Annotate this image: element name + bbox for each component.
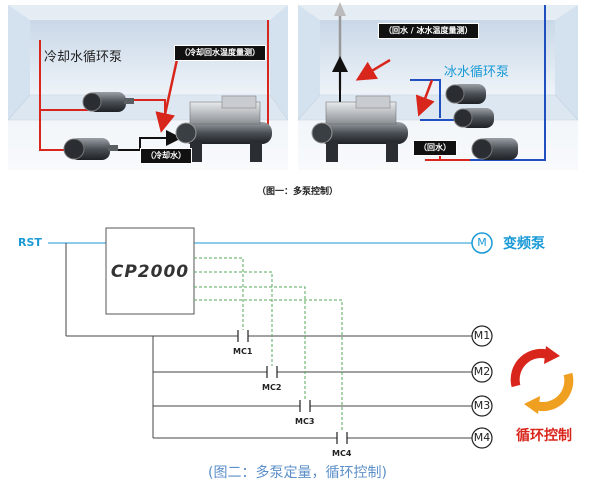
rst-label: RST (18, 236, 42, 249)
controller-label: CP2000 (110, 262, 190, 282)
chilled-pump-label: 冰水循环泵 (444, 65, 510, 80)
chilled-return-temp-tag: （回水 / 冰水温度量测） (378, 23, 479, 39)
cooling-water-tag: （冷却水） (140, 148, 192, 164)
motor-icon (445, 84, 486, 104)
cooling-pump-label: 冷却水循环泵 (44, 50, 123, 65)
motor-icon (471, 138, 518, 160)
controller-box (105, 227, 195, 315)
figure1-right-room (297, 2, 579, 170)
figure1-caption: （图一：多泵控制） (256, 187, 338, 197)
cooling-return-temp-tag: （冷却回水温度量测） (174, 45, 266, 61)
figure2-caption: (图二：多泵定量，循环控制) (208, 465, 387, 481)
contactor-icon (237, 330, 249, 342)
motor-icon (63, 138, 118, 160)
motor-label-m2: M2 (473, 365, 491, 378)
contactor-label-mc4: MC4 (332, 449, 352, 458)
motor-icon (453, 108, 494, 128)
motor-label-m1: M1 (473, 329, 491, 342)
contactor-label-mc2: MC2 (262, 383, 282, 392)
contactor-icon (299, 400, 311, 412)
contactor-icon (336, 432, 348, 444)
motor-icon (82, 92, 134, 112)
contactor-icon (266, 366, 278, 378)
contactor-label-mc1: MC1 (233, 347, 253, 356)
cycle-arrows-icon (510, 346, 574, 414)
vfd-pump-label: 变频泵 (503, 236, 545, 252)
chiller-icon (311, 95, 408, 162)
vfd-motor-label: M (477, 236, 487, 249)
chiller-icon (175, 95, 272, 162)
figure2-wiring (48, 227, 493, 449)
contactor-label-mc3: MC3 (295, 417, 315, 426)
figure1-left-room (7, 5, 289, 170)
return-water-tag: （回水） (413, 140, 457, 156)
motor-label-m4: M4 (473, 431, 491, 444)
motor-label-m3: M3 (473, 399, 491, 412)
cycle-control-label: 循环控制 (516, 428, 572, 444)
